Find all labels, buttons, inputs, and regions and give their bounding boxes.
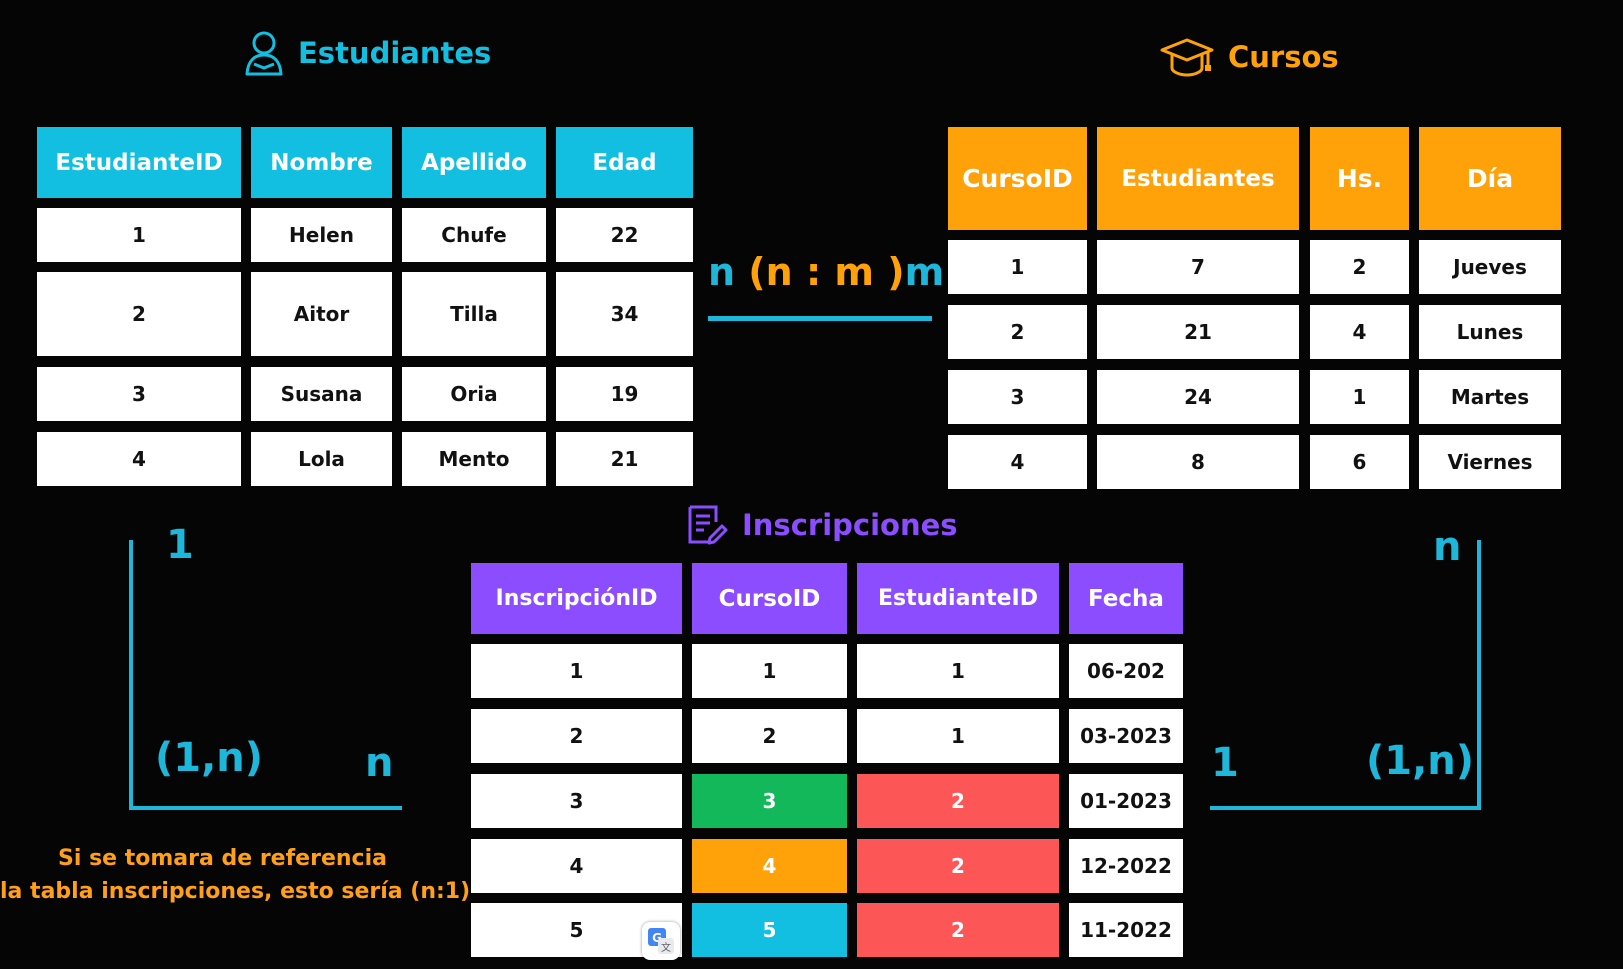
table-cell: 4 bbox=[948, 435, 1087, 489]
table-header: Nombre bbox=[251, 127, 392, 198]
table-cell: 1 bbox=[857, 644, 1059, 698]
table-cell: Lunes bbox=[1419, 305, 1561, 359]
reference-note: Si se tomara de referencia la tabla insc… bbox=[0, 842, 471, 908]
table-cell: 8 bbox=[1097, 435, 1299, 489]
right-one-label: 1 bbox=[1211, 740, 1239, 786]
reference-note-line2: la tabla inscripciones, esto sería (n:1) bbox=[0, 879, 471, 904]
table-cell: Lola bbox=[251, 432, 392, 486]
table-header: EstudianteID bbox=[857, 563, 1059, 634]
table-header: CursoID bbox=[948, 127, 1087, 230]
table-cell: 7 bbox=[1097, 240, 1299, 294]
table-cell: Martes bbox=[1419, 370, 1561, 424]
student-icon bbox=[244, 30, 284, 76]
table-cell: 34 bbox=[556, 272, 693, 356]
left-bracket-horizontal bbox=[129, 806, 402, 810]
cursos-title-text: Cursos bbox=[1228, 40, 1339, 74]
table-cell: 4 bbox=[1310, 305, 1409, 359]
table-cell: 3 bbox=[37, 367, 241, 421]
relation-line bbox=[708, 316, 932, 321]
relation-m: m bbox=[904, 250, 945, 294]
table-cell-highlight-red: 2 bbox=[857, 903, 1059, 957]
table-cell: Aitor bbox=[251, 272, 392, 356]
table-cell: 12-2022 bbox=[1069, 839, 1183, 893]
table-header: Día bbox=[1419, 127, 1561, 230]
relation-n: n bbox=[708, 250, 736, 294]
graduation-cap-icon bbox=[1160, 36, 1214, 78]
table-cell: 19 bbox=[556, 367, 693, 421]
table-header: Estudiantes bbox=[1097, 127, 1299, 230]
table-cell: 1 bbox=[1310, 370, 1409, 424]
table-cell: Oria bbox=[402, 367, 546, 421]
left-bracket-vertical bbox=[129, 540, 133, 810]
left-n-label: n bbox=[365, 740, 394, 786]
table-cell-highlight-blue: 5 bbox=[692, 903, 847, 957]
right-bracket-horizontal bbox=[1210, 806, 1481, 810]
table-header: Fecha bbox=[1069, 563, 1183, 634]
table-cell: Mento bbox=[402, 432, 546, 486]
table-cell-highlight-red: 2 bbox=[857, 839, 1059, 893]
table-cell: 1 bbox=[857, 709, 1059, 763]
table-cell: 6 bbox=[1310, 435, 1409, 489]
table-cell-highlight-orange: 4 bbox=[692, 839, 847, 893]
table-cell-highlight-green: 3 bbox=[692, 774, 847, 828]
table-cell: 01-2023 bbox=[1069, 774, 1183, 828]
table-cell: 06-202 bbox=[1069, 644, 1183, 698]
table-header: InscripciónID bbox=[471, 563, 682, 634]
table-cell: Viernes bbox=[1419, 435, 1561, 489]
table-cell: 2 bbox=[692, 709, 847, 763]
estudiantes-title: Estudiantes bbox=[244, 30, 491, 76]
estudiantes-title-text: Estudiantes bbox=[298, 36, 492, 70]
cursos-title: Cursos bbox=[1160, 36, 1339, 78]
table-cell: 21 bbox=[556, 432, 693, 486]
table-cell: 1 bbox=[692, 644, 847, 698]
table-cell: 2 bbox=[948, 305, 1087, 359]
table-cell: 3 bbox=[471, 774, 682, 828]
document-edit-icon bbox=[686, 504, 728, 546]
reference-note-line1: Si se tomara de referencia bbox=[58, 846, 387, 871]
table-cell: 11-2022 bbox=[1069, 903, 1183, 957]
table-cell: Helen bbox=[251, 208, 392, 262]
right-one-n-label: (1,n) bbox=[1366, 738, 1475, 784]
table-cell: Jueves bbox=[1419, 240, 1561, 294]
right-n-label: n bbox=[1433, 524, 1462, 570]
svg-text:G: G bbox=[652, 931, 662, 945]
table-header: Apellido bbox=[402, 127, 546, 198]
table-header: EstudianteID bbox=[37, 127, 241, 198]
google-translate-icon[interactable]: G 文 bbox=[642, 922, 680, 960]
table-header: Edad bbox=[556, 127, 693, 198]
inscripciones-title-text: Inscripciones bbox=[742, 508, 958, 542]
left-one-n-label: (1,n) bbox=[155, 735, 264, 781]
table-cell: 1 bbox=[37, 208, 241, 262]
table-cell: Susana bbox=[251, 367, 392, 421]
table-cell: 21 bbox=[1097, 305, 1299, 359]
left-one-label: 1 bbox=[166, 522, 194, 568]
table-cell: 1 bbox=[948, 240, 1087, 294]
table-cell: 2 bbox=[37, 272, 241, 356]
table-cell: Chufe bbox=[402, 208, 546, 262]
table-cell: 1 bbox=[471, 644, 682, 698]
relation-nm: (n : m ) bbox=[748, 250, 905, 294]
inscripciones-title: Inscripciones bbox=[686, 504, 958, 546]
table-cell: 2 bbox=[1310, 240, 1409, 294]
table-cell: 22 bbox=[556, 208, 693, 262]
table-cell: 4 bbox=[37, 432, 241, 486]
table-cell: 24 bbox=[1097, 370, 1299, 424]
table-header: CursoID bbox=[692, 563, 847, 634]
table-cell-highlight-red: 2 bbox=[857, 774, 1059, 828]
table-cell: 03-2023 bbox=[1069, 709, 1183, 763]
table-cell: Tilla bbox=[402, 272, 546, 356]
table-cell: 4 bbox=[471, 839, 682, 893]
right-bracket-vertical bbox=[1477, 540, 1481, 810]
svg-text:文: 文 bbox=[661, 941, 671, 954]
table-header: Hs. bbox=[1310, 127, 1409, 230]
table-cell: 3 bbox=[948, 370, 1087, 424]
table-cell: 2 bbox=[471, 709, 682, 763]
relation-label: n (n : m )m bbox=[708, 250, 944, 294]
